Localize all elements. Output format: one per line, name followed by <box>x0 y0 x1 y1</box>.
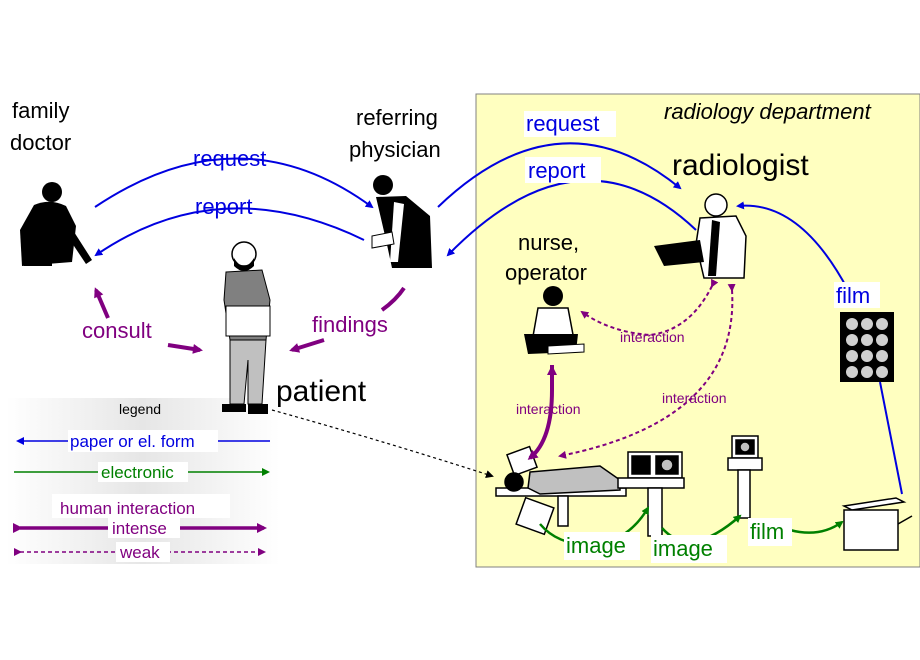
radiologist-label: radiologist <box>672 149 809 182</box>
report-label-right-bg <box>525 157 601 183</box>
film-label-top: film <box>836 283 870 308</box>
nurse-label-1: nurse, <box>518 230 579 255</box>
interaction-label-2: interaction <box>516 401 581 417</box>
legend-human-bg <box>52 494 230 518</box>
film-label-top-bg <box>834 282 880 308</box>
image-label-2: image <box>653 536 713 561</box>
image-label-1: image <box>566 533 626 558</box>
referring-physician-label-1: referring <box>356 105 438 130</box>
findings-arrow-left <box>289 338 325 353</box>
consult-label: consult <box>82 318 152 343</box>
request-label-left: request <box>193 146 266 171</box>
patient-figure <box>222 241 271 414</box>
legend-title: legend <box>119 401 161 417</box>
legend-human-label: human interaction <box>60 499 195 518</box>
film-label-bottom-bg <box>748 518 792 546</box>
family-doctor-label-2: doctor <box>10 130 71 155</box>
referring-physician-figure <box>371 175 432 268</box>
legend-paper-bg <box>68 430 218 452</box>
legend-weak-label: weak <box>119 543 160 562</box>
consult-arrow-up <box>94 287 110 319</box>
film-printer-icon <box>841 497 913 551</box>
legend-electronic-label: electronic <box>101 463 174 482</box>
workstation-2-icon <box>727 435 763 519</box>
family-doctor-label-1: family <box>12 98 69 123</box>
patient-label: patient <box>276 375 367 408</box>
radiologist-figure <box>654 193 747 279</box>
legend-weak-bg <box>116 542 170 562</box>
legend-intense-bg <box>108 518 180 538</box>
nurse-label-2: operator <box>505 260 587 285</box>
image-label-1-bg <box>564 532 640 560</box>
svg-text:referring physician: referring physician <box>349 105 444 162</box>
request-arrow-right <box>437 142 682 208</box>
interaction-label-3: interaction <box>662 390 727 406</box>
film-arrow-bottom <box>789 520 844 534</box>
findings-arrow-top <box>380 286 406 312</box>
request-arrow-left <box>94 157 374 209</box>
family-doctor-figure <box>20 182 92 266</box>
film-arrow-top <box>738 206 903 495</box>
request-label-right: request <box>526 111 599 136</box>
department-title: radiology department <box>664 99 872 124</box>
film-label-bottom: film <box>750 519 784 544</box>
consult-arrow-right <box>167 343 203 354</box>
legend-paper-label: paper or el. form <box>70 432 195 451</box>
findings-label: findings <box>312 312 388 337</box>
report-arrow-left <box>94 207 365 257</box>
film-lightbox-icon <box>840 312 894 382</box>
interaction-radiologist-patient <box>558 283 736 459</box>
report-label-right: report <box>528 158 585 183</box>
patient-to-scanner-path <box>271 409 494 478</box>
report-label-left: report <box>195 194 252 219</box>
interaction-nurse-patient <box>527 365 554 460</box>
image-label-2-bg <box>651 535 727 563</box>
svg-text:nurse, operator: nurse, operator <box>505 230 587 285</box>
interaction-label-1: interaction <box>620 329 685 345</box>
request-label-right-bg <box>524 111 616 137</box>
legend-intense-label: intense <box>112 519 167 538</box>
svg-text:family doctor: family doctor <box>10 98 76 155</box>
legend-electronic-bg <box>98 462 188 482</box>
referring-physician-label-2: physician <box>349 137 441 162</box>
